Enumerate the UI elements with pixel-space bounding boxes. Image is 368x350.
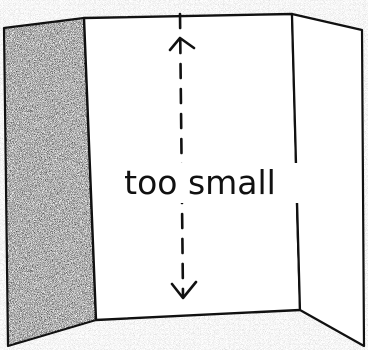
- left-panel: [4, 18, 96, 346]
- left-fold-line: [83, 17, 97, 321]
- arrow-down-icon: [170, 280, 198, 300]
- arrow-up-icon: [168, 36, 196, 52]
- too-small-label: too small: [100, 163, 300, 203]
- right-panel: [290, 12, 366, 348]
- height-dashed-line: [178, 12, 185, 298]
